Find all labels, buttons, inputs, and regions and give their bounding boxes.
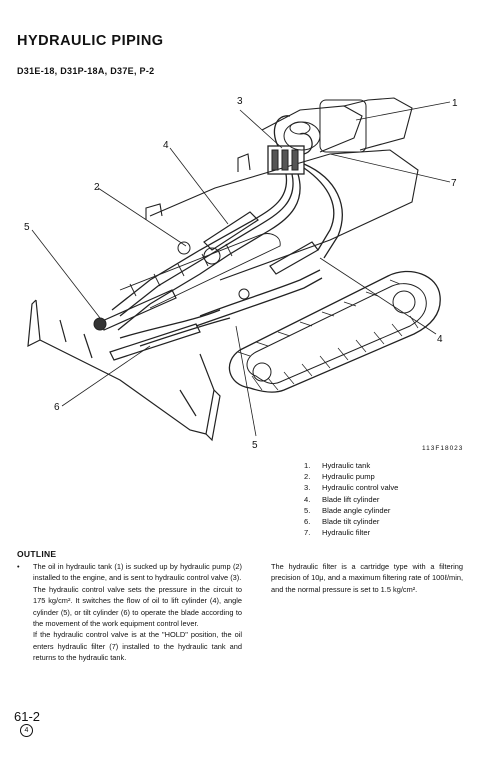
- tractor-body: [145, 97, 419, 281]
- legend-item: 3. Hydraulic control valve: [304, 482, 398, 493]
- callout-5a: 5: [24, 222, 30, 233]
- legend-label: Blade lift cylinder: [322, 494, 380, 504]
- callout-7: 7: [451, 178, 457, 189]
- piping: [111, 115, 343, 347]
- callout-4a: 4: [437, 334, 443, 345]
- legend-label: Hydraulic pump: [322, 472, 375, 482]
- outline-paragraph-control-valve: The hydraulic control valve sets the pre…: [33, 584, 242, 629]
- outline-paragraph-oil-flow: The oil in hydraulic tank (1) is sucked …: [33, 562, 242, 583]
- legend-number: 4.: [304, 494, 311, 504]
- bullet-marker: •: [17, 562, 20, 571]
- legend-number: 2.: [304, 472, 311, 482]
- legend-label: Blade angle cylinder: [322, 505, 391, 515]
- crawler-track: [228, 270, 441, 393]
- model-list: D31E-18, D31P-18A, D37E, P-2: [17, 66, 155, 76]
- callout-4b: 4: [163, 140, 169, 151]
- figure-code: 113F18023: [422, 445, 464, 452]
- callout-2: 2: [94, 182, 100, 193]
- legend-number: 6.: [304, 517, 311, 527]
- callout-1: 1: [452, 98, 458, 109]
- page-number: 61-2: [14, 709, 41, 724]
- outline-body: • The oil in hydraulic tank (1) is sucke…: [17, 561, 242, 664]
- parts-legend: 1. Hydraulic tank 2. Hydraulic pump 3. Hydr…: [304, 460, 398, 538]
- hydraulic-piping-illustration: 1 2 3 4 4 5 5 6 7: [0, 90, 479, 460]
- legend-label: Blade tilt cylinder: [322, 517, 380, 527]
- callout-5b: 5: [252, 440, 258, 451]
- filter-description: The hydraulic filter is a cartridge type…: [271, 562, 463, 594]
- leader-lines: [31, 101, 451, 437]
- callout-3: 3: [237, 96, 243, 107]
- legend-label: Hydraulic control valve: [322, 483, 399, 493]
- legend-item: 6. Blade tilt cylinder: [304, 516, 398, 527]
- legend-item: 4. Blade lift cylinder: [304, 494, 398, 505]
- legend-number: 1.: [304, 461, 311, 470]
- legend-item: 1. Hydraulic tank: [304, 460, 398, 471]
- legend-label: Hydraulic tank: [322, 461, 371, 470]
- legend-item: 2. Hydraulic pump: [304, 471, 398, 482]
- callout-6: 6: [54, 402, 60, 413]
- legend-label: Hydraulic filter: [322, 528, 371, 538]
- legend-item: 7. Hydraulic filter: [304, 527, 398, 538]
- legend-number: 5.: [304, 505, 311, 515]
- hydraulic-tank: [283, 99, 367, 153]
- dozer-blade: [27, 299, 221, 442]
- revision-mark: 4: [20, 724, 33, 737]
- legend-number: 7.: [304, 528, 311, 538]
- page-title: HYDRAULIC PIPING: [17, 33, 164, 49]
- control-valve: [267, 145, 305, 175]
- outline-heading: OUTLINE: [17, 549, 57, 559]
- legend-number: 3.: [304, 483, 311, 493]
- outline-paragraph-hold-position: If the hydraulic control valve is at the…: [33, 630, 242, 663]
- legend-item: 5. Blade angle cylinder: [304, 505, 398, 516]
